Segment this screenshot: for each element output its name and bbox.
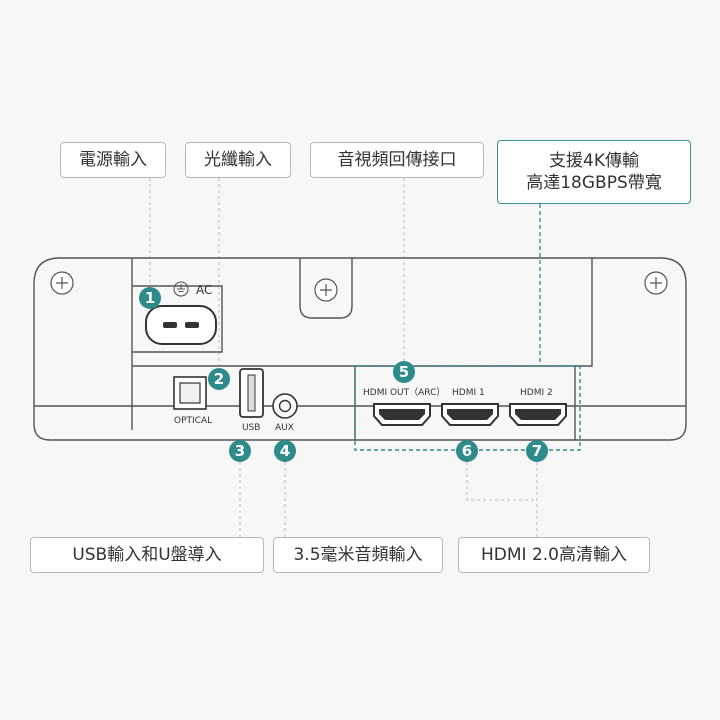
marker-4: 4 [274, 440, 296, 462]
usb-socket-tongue [247, 374, 256, 412]
label-aux-input-text: 3.5毫米音頻輸入 [293, 545, 423, 565]
screw-center-cross [320, 284, 332, 296]
marker-4-circle [274, 440, 296, 462]
hdmi2-inner [515, 409, 561, 420]
marker-7: 7 [526, 440, 548, 462]
label-power-input: 電源輸入 [60, 142, 166, 178]
label-4k-line1: 支援4K傳輸 [549, 151, 639, 171]
marker-5: 5 [393, 361, 415, 383]
device-outline [33, 257, 687, 441]
hdmi1-port: HDMI 1 [441, 388, 499, 426]
marker-3-text: 3 [235, 442, 245, 460]
label-hdmi-input: HDMI 2.0高清輸入 [458, 537, 650, 573]
optical-port-label: OPTICAL [174, 416, 212, 426]
leader-hdmi [466, 462, 537, 501]
label-hdmi-input-text: HDMI 2.0高清輸入 [481, 545, 627, 565]
marker-2: 2 [208, 368, 230, 390]
label-power-input-text: 電源輸入 [79, 150, 147, 170]
marker-7-text: 7 [532, 442, 542, 460]
marker-6-circle [456, 440, 478, 462]
marker-5-circle [393, 361, 415, 383]
aux-port-label: AUX [275, 423, 294, 433]
label-av-interface-text: 音視頻回傳接口 [337, 150, 457, 170]
label-optical-input-text: 光纖輸入 [204, 150, 272, 170]
screw-right-cross [650, 277, 662, 289]
ground-symbol-icon [173, 281, 189, 297]
marker-2-circle [208, 368, 230, 390]
label-4k-line2: 高達18GBPS帶寬 [526, 173, 662, 193]
ac-socket [145, 305, 217, 345]
aux-socket-inner [278, 399, 292, 413]
label-optical-input: 光纖輸入 [185, 142, 291, 178]
marker-7-circle [526, 440, 548, 462]
label-aux-input: 3.5毫米音頻輸入 [273, 537, 443, 573]
marker-3-circle [229, 440, 251, 462]
hdmi-out-label: HDMI OUT（ARC） [363, 387, 445, 398]
hdmi-out-inner [379, 409, 425, 420]
marker-2-text: 2 [214, 370, 224, 388]
leader-lines [149, 178, 541, 537]
device-body [33, 257, 687, 441]
ac-port: AC [145, 281, 217, 345]
hdmi2-port: HDMI 2 [509, 388, 567, 426]
ac-pin-right [185, 322, 199, 328]
usb-port-label: USB [242, 423, 260, 433]
hdmi1-label: HDMI 1 [452, 388, 485, 398]
ground-symbol-lines [177, 284, 185, 292]
ac-area-outline [132, 285, 223, 353]
label-usb-input-text: USB輸入和U盤導入 [72, 545, 222, 565]
optical-socket-inner [179, 382, 201, 404]
marker-3: 3 [229, 440, 251, 462]
aux-port: AUX [272, 393, 298, 433]
marker-5-text: 5 [399, 363, 409, 381]
hdmi1-inner [447, 409, 493, 420]
ac-port-label: AC [196, 283, 212, 297]
hdmi2-label: HDMI 2 [520, 388, 553, 398]
screw-left-cross [56, 277, 68, 289]
screw-left [50, 271, 74, 295]
ac-pin-left [163, 322, 177, 328]
marker-1-text: 1 [145, 289, 155, 307]
marker-4-text: 4 [280, 442, 290, 460]
label-4k-support: 支援4K傳輸 高達18GBPS帶寬 [497, 140, 691, 204]
usb-port: USB [239, 368, 264, 433]
label-usb-input: USB輸入和U盤導入 [30, 537, 264, 573]
marker-6-text: 6 [462, 442, 472, 460]
screw-center [314, 278, 338, 302]
optical-port: OPTICAL [173, 376, 212, 426]
marker-6: 6 [456, 440, 478, 462]
marker-1-circle [139, 287, 161, 309]
marker-1: 1 [139, 287, 161, 309]
label-av-interface: 音視頻回傳接口 [310, 142, 484, 178]
hdmi-out-port: HDMI OUT（ARC） [363, 387, 445, 426]
device-top-notch [299, 258, 353, 319]
screw-right [644, 271, 668, 295]
